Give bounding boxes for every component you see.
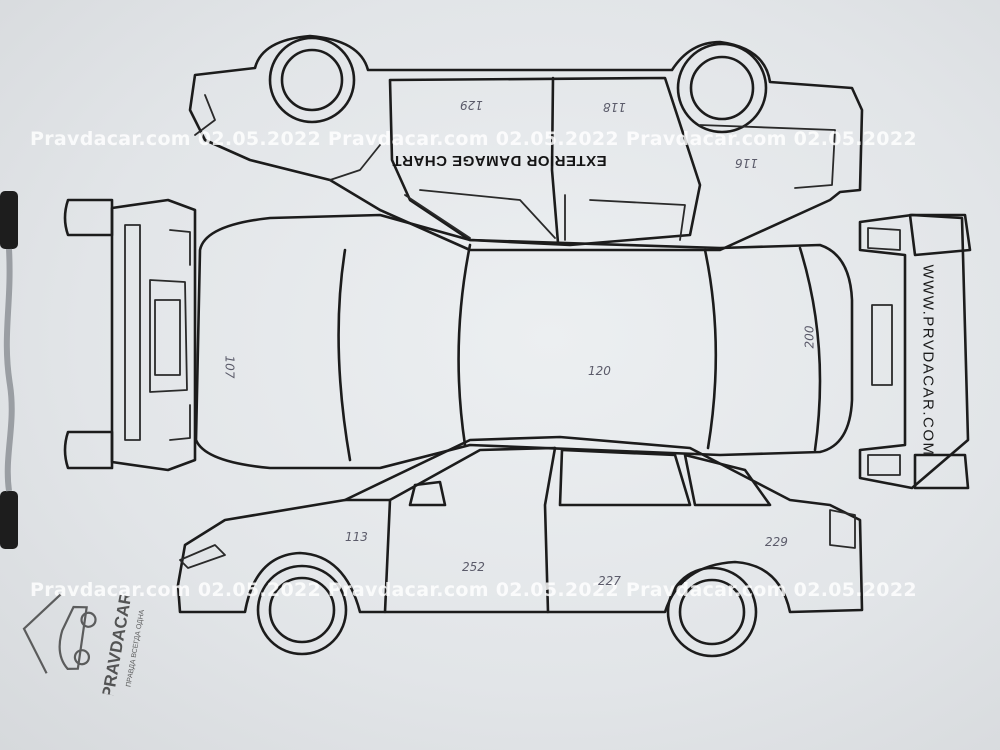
reading-roof-side-top-1: 129	[460, 98, 483, 112]
reading-rear-quarter-side: 229	[765, 535, 788, 549]
rear-view	[858, 213, 972, 490]
reading-rear-quarter-top: 116	[735, 156, 758, 170]
clipboard-clip-icon	[0, 191, 18, 549]
watermark-bottom: Pravdacar.com 02.05.2022 Pravdacar.com 0…	[30, 579, 917, 601]
side-view-upside-down	[188, 34, 864, 252]
reading-front-fender: 113	[345, 530, 368, 544]
watermark-top: Pravdacar.com 02.05.2022 Pravdacar.com 0…	[30, 128, 917, 150]
chart-title: EXTERIOR DAMAGE CHART	[392, 152, 607, 169]
reading-rear-door: 227	[598, 574, 621, 588]
reading-roof: 120	[588, 364, 611, 378]
reading-front-door: 252	[462, 560, 485, 574]
reading-trunk: 200	[802, 325, 817, 349]
side-view	[176, 435, 864, 658]
front-view	[63, 198, 197, 472]
reading-roof-side-top-2: 118	[603, 100, 626, 114]
website-url: WWW.PRVDACAR.COM	[919, 264, 937, 457]
top-view	[194, 213, 854, 470]
car-stamp-icon: PRAVDACAR ПРАВДА ВСЕГДА ОДНА	[22, 591, 146, 700]
reading-hood: 107	[222, 355, 237, 379]
